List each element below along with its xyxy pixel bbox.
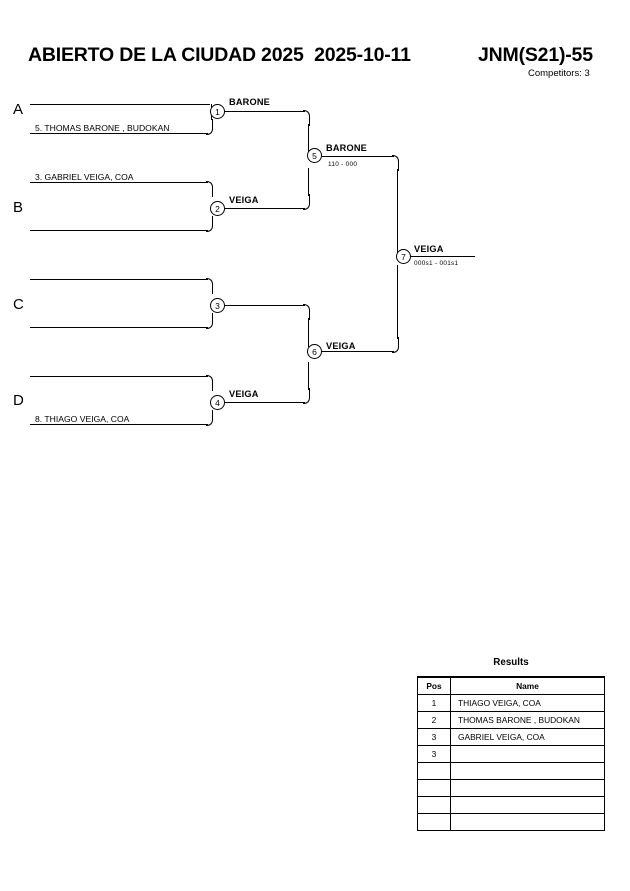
- result-pos: 3: [417, 727, 451, 746]
- result-name: [450, 778, 605, 797]
- result-pos: 2: [417, 710, 451, 729]
- bracket-stem-m5-bottom: [308, 168, 309, 196]
- table-row[interactable]: [417, 761, 605, 780]
- group-label-a: A: [13, 101, 24, 118]
- bracket-line-a2: [30, 133, 208, 134]
- bracket-line-a1: [30, 104, 210, 105]
- result-pos: [417, 761, 451, 780]
- bracket-elbow-a2: [206, 119, 213, 135]
- bracket-elbow-m4-out: [303, 388, 310, 404]
- bracket-elbow-d2: [206, 410, 213, 426]
- competitor-a2: 5. THOMAS BARONE , BUDOKAN: [35, 123, 170, 133]
- table-row[interactable]: [417, 812, 605, 831]
- bracket-elbow-c2: [206, 313, 213, 329]
- match-circle-5[interactable]: 5: [307, 148, 322, 163]
- result-name: THIAGO VEIGA, COA: [450, 693, 605, 712]
- group-label-c: C: [13, 296, 25, 313]
- bracket-line-b2: [30, 230, 208, 231]
- match-circle-1[interactable]: 1: [210, 104, 225, 119]
- bracket-line-champion: [411, 256, 475, 257]
- match-circle-3[interactable]: 3: [210, 298, 225, 313]
- bracket-elbow-b2: [206, 216, 213, 232]
- bracket-elbow-m5-out: [392, 155, 399, 171]
- result-pos: 3: [417, 744, 451, 763]
- match1-winner: BARONE: [229, 97, 271, 107]
- group-label-b: B: [13, 199, 24, 216]
- result-pos: 1: [417, 693, 451, 712]
- match2-winner: VEIGA: [229, 195, 259, 205]
- bracket-line-m4-out: [225, 402, 305, 403]
- bracket-stem-final-bottom: [397, 265, 398, 339]
- result-name: GABRIEL VEIGA, COA: [450, 727, 605, 746]
- match-circle-6[interactable]: 6: [307, 344, 322, 359]
- bracket-line-m5-out: [322, 156, 394, 157]
- match-circle-4[interactable]: 4: [210, 395, 225, 410]
- bracket-elbow-d1: [206, 375, 213, 391]
- result-pos: [417, 795, 451, 814]
- match6-winner: VEIGA: [326, 341, 356, 351]
- bracket-stem-final-top: [397, 169, 398, 253]
- bracket-line-c2: [30, 327, 208, 328]
- results-col-name: Name: [450, 676, 605, 695]
- bracket-stem-m6-top: [308, 318, 309, 347]
- bracket-elbow-m3-out: [303, 304, 310, 320]
- bracket-stem-m5-top: [308, 124, 309, 156]
- match7-score: 000s1 - 001s1: [414, 260, 459, 267]
- table-row[interactable]: 3 GABRIEL VEIGA, COA: [417, 727, 605, 746]
- page-title: ABIERTO DE LA CIUDAD 2025 2025-10-11: [28, 44, 411, 67]
- bracket-line-d1: [30, 376, 208, 377]
- results-title: Results: [493, 657, 529, 668]
- match-circle-7[interactable]: 7: [396, 249, 411, 264]
- bracket-line-m2-out: [225, 208, 305, 209]
- table-row[interactable]: 3: [417, 744, 605, 763]
- table-row[interactable]: 1 THIAGO VEIGA, COA: [417, 693, 605, 712]
- results-table: Pos Name 1 THIAGO VEIGA, COA 2 THOMAS BA…: [417, 676, 605, 831]
- group-label-d: D: [13, 392, 25, 409]
- bracket-elbow-m2-out: [303, 194, 310, 210]
- tournament-name: ABIERTO DE LA CIUDAD 2025: [28, 44, 304, 66]
- competitors-count: Competitors: 3: [528, 68, 590, 79]
- bracket-line-m3-out: [225, 305, 305, 306]
- bracket-elbow-m1-out: [303, 110, 310, 126]
- table-row[interactable]: [417, 778, 605, 797]
- result-name: [450, 795, 605, 814]
- result-name: THOMAS BARONE , BUDOKAN: [450, 710, 605, 729]
- match5-winner: BARONE: [326, 143, 368, 153]
- table-row[interactable]: 2 THOMAS BARONE , BUDOKAN: [417, 710, 605, 729]
- bracket-line-c1: [30, 279, 208, 280]
- category-title: JNM(S21)-55: [478, 44, 593, 66]
- tournament-date: 2025-10-11: [314, 44, 411, 66]
- bracket-line-m1-out: [225, 111, 305, 112]
- bracket-line-m6-out: [322, 351, 394, 352]
- bracket-elbow-c1: [206, 278, 213, 294]
- match-circle-2[interactable]: 2: [210, 201, 225, 216]
- match7-winner: VEIGA: [414, 244, 444, 254]
- bracket-elbow-m6-out: [392, 337, 399, 353]
- match4-winner: VEIGA: [229, 389, 259, 399]
- result-pos: [417, 812, 451, 831]
- competitor-d2: 8. THIAGO VEIGA, COA: [35, 414, 130, 424]
- result-name: [450, 744, 605, 763]
- competitor-b1: 3. GABRIEL VEIGA, COA: [35, 172, 134, 182]
- results-header-row: Pos Name: [417, 676, 605, 695]
- table-row[interactable]: [417, 795, 605, 814]
- match5-score: 110 - 000: [328, 161, 358, 168]
- bracket-line-d2: [30, 424, 208, 425]
- result-pos: [417, 778, 451, 797]
- results-col-pos: Pos: [417, 676, 451, 695]
- result-name: [450, 761, 605, 780]
- bracket-line-b1: [30, 182, 208, 183]
- bracket-elbow-b1: [206, 181, 213, 197]
- result-name: [450, 812, 605, 831]
- bracket-stem-m6-bottom: [308, 362, 309, 390]
